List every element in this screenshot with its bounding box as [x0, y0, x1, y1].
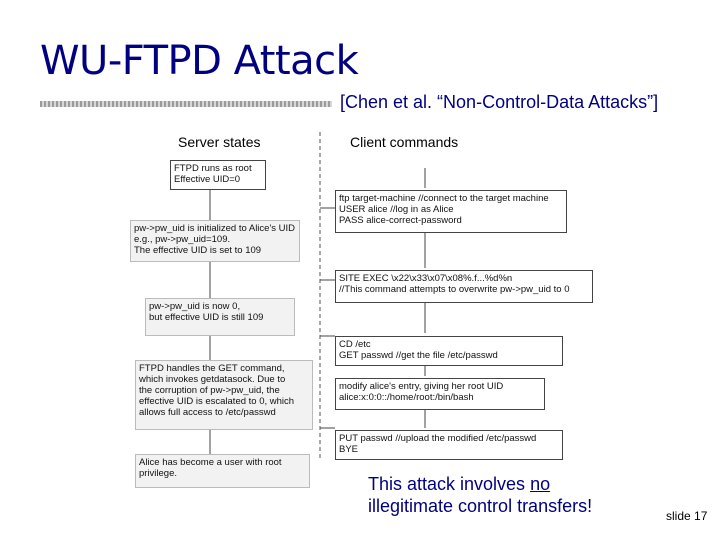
title-underline-rule: [40, 101, 332, 107]
client-box-5: PUT passwd //upload the modified /etc/pa…: [335, 430, 563, 460]
client-box-3: CD /etc GET passwd //get the file /etc/p…: [335, 336, 563, 366]
server-box-4: FTPD handles the GET command, which invo…: [135, 360, 313, 430]
client-commands-header: Client commands: [350, 134, 459, 150]
client-box-2: SITE EXEC \x22\x33\x07\x08%.f...%d%n //T…: [335, 270, 593, 303]
conclusion-line1: This attack involves: [368, 474, 531, 494]
timeline-lines: [209, 132, 426, 458]
attack-diagram: Server states Client commands FTPD runs …: [130, 128, 600, 488]
conclusion-text: This attack involves no illegitimate con…: [368, 473, 592, 517]
server-box-1: FTPD runs as root Effective UID=0: [170, 160, 266, 190]
server-box-5: Alice has become a user with root privil…: [135, 454, 310, 488]
conclusion-line2: illegitimate control transfers!: [368, 496, 593, 516]
slide-number: slide 17: [666, 509, 708, 523]
server-box-2: pw->pw_uid is initialized to Alice's UID…: [130, 220, 300, 262]
conclusion-emphasis: no: [530, 474, 551, 494]
client-box-1: ftp target-machine //connect to the targ…: [335, 190, 567, 233]
server-states-header: Server states: [178, 134, 261, 150]
citation: [Chen et al. “Non-Control-Data Attacks”]: [340, 92, 659, 112]
slide-title: WU-FTPD Attack: [40, 38, 359, 84]
client-box-4: modify alice's entry, giving her root UI…: [335, 378, 545, 410]
server-box-3: pw->pw_uid is now 0, but effective UID i…: [145, 298, 295, 336]
